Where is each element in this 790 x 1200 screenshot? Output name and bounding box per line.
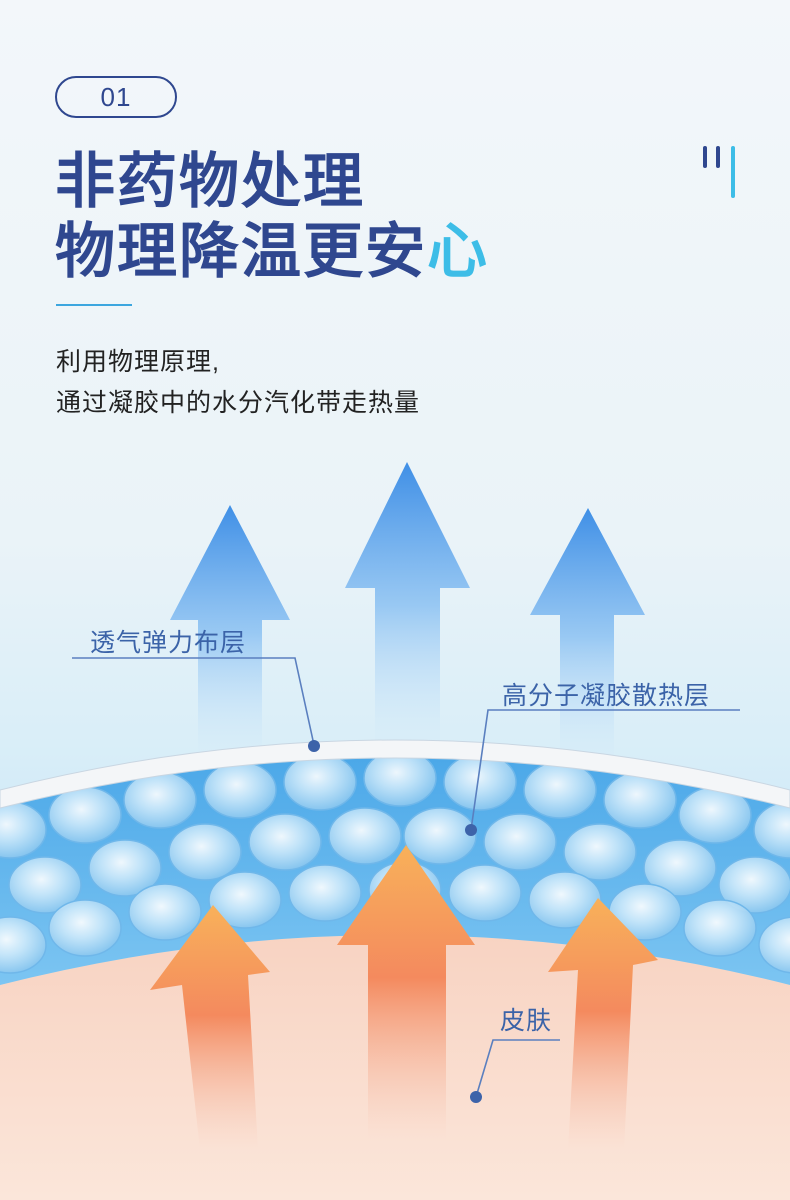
leader-dot-gel [465,824,477,836]
warm-arrow-left [150,905,270,1150]
cool-arrow-right [530,508,645,765]
leader-line-gel [470,709,740,831]
divider-line [56,304,132,306]
section-number-badge: 01 [55,76,177,118]
headline-line-2-main: 物理降温更安 [55,218,427,285]
warm-arrow-center [337,845,475,1140]
leader-line-skin [475,1039,560,1098]
leader-line-fabric [72,657,315,746]
headline-line-2: 物理降温更安心 [55,222,489,282]
warm-arrow-right [548,898,658,1150]
leader-dot-fabric [308,740,320,752]
leader-dot-skin [470,1091,482,1103]
label-gel-layer: 高分子凝胶散热层 [502,682,711,710]
cool-arrow-center [345,462,470,750]
decor-bar-1 [703,146,707,168]
description-line-2: 通过凝胶中的水分汽化带走热量 [56,389,421,417]
decor-bar-3 [731,146,735,198]
warm-arrows [150,845,658,1150]
cooling-layers-illustration [0,462,790,1200]
cool-arrows [170,462,645,765]
headline-accent-char: 心 [427,218,489,285]
description-line-1: 利用物理原理, [56,348,220,376]
label-fabric-layer: 透气弹力布层 [90,629,247,657]
gel-bubbles [0,750,790,974]
fabric-layer [0,739,790,809]
headline-line-1: 非药物处理 [55,148,365,215]
label-skin: 皮肤 [500,1007,553,1035]
section-number: 01 [100,81,132,112]
leader-lines [72,657,740,1098]
cool-arrow-left [170,505,290,760]
leader-dots [308,740,482,1103]
decor-bar-2 [716,146,720,168]
